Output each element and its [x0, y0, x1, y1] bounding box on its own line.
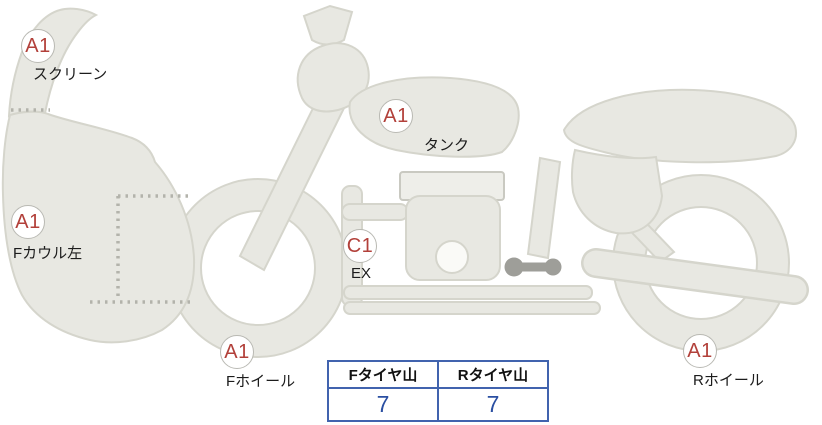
engine-cover-circle — [435, 240, 469, 274]
tire-tread-front-value: 7 — [327, 387, 439, 422]
front-wheel-hub — [200, 210, 316, 326]
part-label-front-cowl: Fカウル左 — [13, 245, 83, 262]
damage-badge-exhaust: C1 — [343, 229, 377, 263]
engine-shape — [405, 195, 501, 281]
part-label-screen: スクリーン — [33, 66, 108, 83]
exhaust-pipe-lower-1 — [343, 285, 593, 300]
damage-badge-tank: A1 — [379, 99, 413, 133]
exhaust-upper-pipe-shape — [341, 203, 409, 221]
damage-badge-front-cowl: A1 — [11, 205, 45, 239]
damage-badge-screen: A1 — [21, 29, 55, 63]
handlebar-shape — [296, 42, 370, 113]
exhaust-pipe-lower-2 — [343, 301, 601, 315]
part-label-exhaust: EX — [351, 265, 372, 282]
fuel-tank-shape — [348, 76, 520, 158]
tire-table-header-front: Fタイヤ山 — [327, 360, 439, 389]
part-label-rear-wheel: Rホイール — [693, 372, 764, 389]
rear-cowl-shape — [570, 148, 664, 235]
foot-peg-shape — [504, 257, 562, 277]
damage-badge-rear-wheel: A1 — [683, 334, 717, 368]
tire-tread-rear-value: 7 — [437, 387, 549, 422]
handlebar-grip-shape — [302, 4, 354, 46]
damage-badge-front-wheel: A1 — [220, 335, 254, 369]
frame-downtube-shape — [526, 156, 562, 260]
seat-shape — [562, 88, 797, 164]
tire-tread-table: Fタイヤ山 Rタイヤ山 7 7 — [327, 360, 549, 422]
part-label-front-wheel: Fホイール — [226, 373, 296, 390]
front-cowl-shape — [1, 110, 196, 344]
tire-table-header-rear: Rタイヤ山 — [437, 360, 549, 389]
muffler-shape — [581, 248, 809, 305]
part-label-tank: タンク — [424, 137, 470, 154]
